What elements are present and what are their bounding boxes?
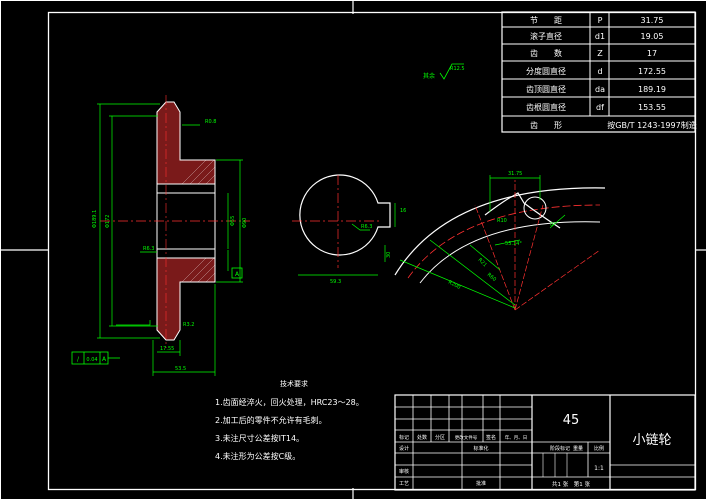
roughness-left: R6.3 [143,246,154,252]
tb-label-standardize: 标准化 [473,445,488,452]
tb-label-change-doc: 更改文件号 [455,434,478,441]
tech-req-item-4: 4.未注形为公差按C级。 [215,451,300,461]
roughness-top: R0.8 [205,119,216,125]
dim-bore-diameter: Φ55 [230,216,236,226]
keyway-view: 59.3 16 R6.3 30 [292,174,406,285]
lower-section-hatch [156,257,216,341]
param-value-teeth: 17 [647,49,657,58]
dim-outer-diameter: Φ189.1 [92,210,98,228]
tb-label-approve: 批准 [476,480,486,487]
section-dimensions [97,103,243,376]
scale-value: 1:1 [594,465,604,472]
tooth-outline [484,192,561,229]
tb-label-stage: 阶段标记 [550,445,570,452]
param-name-teeth: 齿 数 [530,48,562,58]
keyway-width-dim: 16 [400,208,406,214]
tip-arc [394,187,606,276]
tooth-dimensions [399,175,566,309]
tooth-angle-2: 0° [550,222,556,228]
param-name-tip-dia: 齿顶圆直径 [526,84,566,94]
tb-label-process: 工艺 [399,481,409,487]
param-name-root-dia: 齿根圆直径 [526,102,566,112]
tech-req-item-1: 1.齿面经淬火，回火处理，HRC23～28。 [215,397,364,407]
tolerance-datum: A [102,356,107,363]
keyway-depth-dim: 59.3 [330,279,341,285]
tooth-profile-view: 31.75 53.14° 0° R21 R10 R200 R60 [394,171,606,311]
part-name: 小链轮 [632,433,671,448]
roughness-bottom: R3.2 [183,322,194,328]
param-name-profile: 齿 形 [530,121,562,130]
param-value-pitch: 31.75 [641,16,664,25]
param-symbol-root-dia: df [596,103,604,112]
surface-finish-note: 其余 R12.5 [423,63,465,80]
tech-req-title: 技术要求 [280,379,308,388]
parameter-table: 节 距 P 31.75 滚子直径 d1 19.05 齿 数 Z 17 分度圆直径… [501,11,697,133]
tolerance-symbol: / [77,356,80,363]
tooth-radius-3: R200 [447,279,461,290]
tb-label-review: 审核 [399,468,409,475]
param-name-pitch: 节 距 [530,16,562,25]
param-symbol-tip-dia: da [595,85,605,94]
tb-label-zone: 分区 [435,434,445,441]
param-name-pitch-dia: 分度圆直径 [526,66,566,76]
section-view: Φ189.1 Φ172 Φ90 Φ55 17.55 53.5 R0.8 R6.3… [71,95,250,376]
tooth-angle-1: 53.14° [505,241,522,247]
tech-requirements: 技术要求 1.齿面经淬火，回火处理，HRC23～28。 2.加工后的零件不允许有… [215,379,364,461]
hatch-lines [181,159,216,283]
tooth-radius-2: R10 [497,218,507,224]
tooth-radius-4: R60 [486,272,497,283]
param-symbol-roller: d1 [595,32,605,41]
param-symbol-teeth: Z [597,49,603,58]
dim-pitch-diameter: Φ172 [105,215,111,228]
tb-sheets: 共1 张 第1 张 [552,480,590,488]
tb-label-count: 处数 [417,434,427,441]
tb-label-date: 年、月、日 [505,434,528,441]
tb-label-weight: 重量 [573,445,583,452]
tech-req-item-2: 2.加工后的零件不允许有毛刺。 [215,415,327,425]
upper-section-hatch [156,101,216,185]
keyway-height-dim: 30 [386,252,392,258]
pitch-arc [407,204,601,279]
param-value-profile: 按GB/T 1243-1997制造 [607,120,696,130]
tb-label-signature: 签名 [486,434,496,441]
tb-label-design: 设计 [399,445,409,452]
tolerance-frame: / 0.04 A [71,351,120,365]
param-symbol-pitch-dia: d [597,67,602,76]
dim-tooth-width: 17.55 [160,346,174,352]
param-symbol-pitch: P [598,16,603,25]
datum-label: A [235,271,240,278]
construction-lines [474,180,601,311]
tech-req-item-3: 3.未注尺寸公差按IT14。 [215,433,304,443]
dim-total-width: 53.5 [175,366,186,372]
param-value-roller: 19.05 [641,32,664,41]
tb-label-mark: 标记 [399,434,409,441]
roller-circle [523,196,547,220]
title-block-text: 45 小链轮 1:1 标记 处数 分区 更改文件号 签名 年、月、日 设计 标准… [399,413,672,488]
tolerance-value: 0.04 [86,357,97,363]
root-arc [419,221,601,284]
bore-keyway-outline [299,174,391,256]
inner-border [47,11,697,491]
param-value-tip-dia: 189.19 [638,85,666,94]
tb-label-ratio: 比例 [594,445,604,452]
material-value: 45 [563,413,580,428]
tooth-pitch-dim: 31.75 [508,171,522,177]
surface-finish-value: R12.5 [450,66,465,72]
title-block [394,394,696,491]
tooth-radius-1: R21 [477,257,488,268]
keyway-roughness: R6.3 [361,224,372,230]
datum-feature: A [227,250,243,279]
dim-hub-diameter: Φ90 [242,218,248,228]
param-name-roller: 滚子直径 [530,31,562,41]
param-value-pitch-dia: 172.55 [638,67,666,76]
surface-finish-label: 其余 [423,72,435,80]
param-value-root-dia: 153.55 [638,103,666,112]
roughness-symbol-icon [439,63,464,80]
